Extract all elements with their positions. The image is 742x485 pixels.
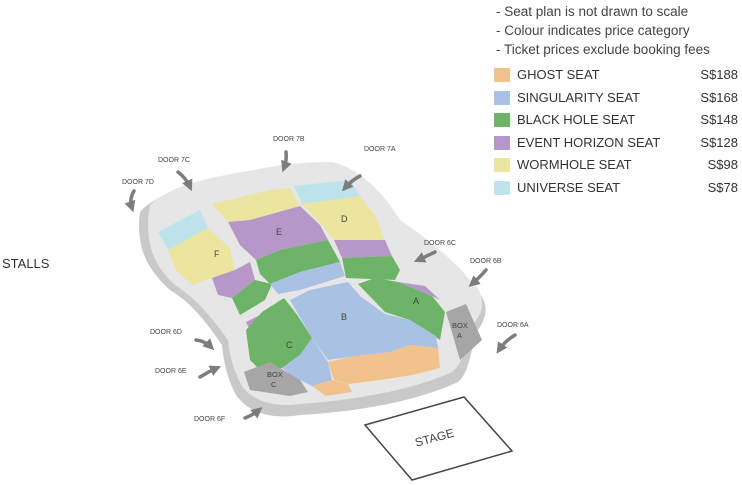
legend-price: S$168 <box>700 89 738 105</box>
door-6d-label: DOOR 6D <box>150 329 182 336</box>
legend-singularity[interactable]: SINGULARITY SEAT S$168 <box>494 89 740 112</box>
legend-price: S$128 <box>700 134 738 150</box>
door-7c-arrow-icon <box>176 170 193 192</box>
section-b-ghost[interactable] <box>328 345 440 384</box>
legend-price: S$188 <box>700 67 738 82</box>
door-6e-label: DOOR 6E <box>155 368 187 375</box>
ghost-swatch <box>494 68 510 82</box>
legend-ghost[interactable]: GHOST SEAT S$188 <box>494 66 740 89</box>
door-7b-arrow-icon <box>281 150 292 173</box>
section-f-event-horizon[interactable] <box>212 262 255 298</box>
note-fees: - Ticket prices exclude booking fees <box>496 42 710 57</box>
singularity-swatch <box>494 90 510 105</box>
door-6c-label: DOOR 6C <box>424 240 456 247</box>
label-section-a: A <box>413 296 419 306</box>
door-7d-label: DOOR 7D <box>122 179 154 186</box>
section-f-wormhole[interactable] <box>168 228 235 285</box>
section-e-wormhole[interactable] <box>212 188 300 222</box>
wormhole-swatch <box>494 158 510 172</box>
black-hole-swatch <box>494 113 510 127</box>
section-d-event-horizon[interactable] <box>334 240 392 258</box>
section-e-event-horizon[interactable] <box>228 206 328 260</box>
note-colour: - Colour indicates price category <box>496 23 690 38</box>
legend-black-hole[interactable]: BLACK HOLE SEAT S$148 <box>494 111 740 134</box>
door-7a-label: DOOR 7A <box>364 146 396 153</box>
label-section-b: B <box>341 312 347 322</box>
label-box-c-line2: C <box>271 380 277 389</box>
section-c-black-hole[interactable] <box>246 298 312 372</box>
label-box-a-line1: BOX <box>452 321 468 330</box>
legend-name: GHOST SEAT <box>517 67 600 82</box>
notes: - Seat plan is not drawn to scale - Colo… <box>496 2 710 59</box>
section-e-singularity[interactable] <box>270 262 345 294</box>
section-e-black-hole[interactable] <box>256 240 340 284</box>
door-6f-arrow-icon <box>243 407 263 420</box>
door-6b-label: DOOR 6B <box>470 258 502 265</box>
door-6f-label: DOOR 6F <box>194 416 225 423</box>
section-c-singularity[interactable] <box>282 338 332 386</box>
section-a-black-hole[interactable] <box>358 278 445 340</box>
door-6a-label: DOOR 6A <box>497 322 529 329</box>
section-a-event-horizon[interactable] <box>398 282 440 300</box>
label-section-e: E <box>276 227 282 237</box>
legend-wormhole[interactable]: WORMHOLE SEAT S$98 <box>494 156 740 179</box>
stalls-label: STALLS <box>2 256 50 271</box>
legend-price: S$148 <box>700 112 738 127</box>
door-7b-label: DOOR 7B <box>273 136 305 143</box>
legend-name: EVENT HORIZON SEAT <box>517 134 661 150</box>
label-section-d: D <box>341 214 348 224</box>
label-box-a-line2: A <box>457 331 462 340</box>
label-section-c: C <box>286 340 293 350</box>
door-6c-arrow-icon <box>413 250 437 263</box>
door-6b-arrow-icon <box>468 268 488 287</box>
section-c-ghost[interactable] <box>312 380 352 396</box>
legend-price: S$98 <box>707 157 738 172</box>
legend-name: BLACK HOLE SEAT <box>517 112 636 127</box>
legend-event-horizon[interactable]: EVENT HORIZON SEAT S$128 <box>494 134 740 157</box>
price-legend: GHOST SEAT S$188 SINGULARITY SEAT S$168 … <box>494 66 740 201</box>
section-f-black-hole[interactable] <box>232 280 272 315</box>
section-d-wormhole[interactable] <box>302 196 385 240</box>
legend-name: UNIVERSE SEAT <box>517 179 621 195</box>
label-section-f: F <box>214 249 220 259</box>
door-7a-arrow-icon <box>342 174 362 192</box>
section-b-singularity[interactable] <box>290 282 438 360</box>
door-6a-arrow-icon <box>496 333 517 354</box>
section-f-universe[interactable] <box>158 210 208 250</box>
stage-outline <box>363 396 514 481</box>
section-d-black-hole[interactable] <box>342 256 400 280</box>
door-7c-label: DOOR 7C <box>158 157 190 164</box>
legend-universe[interactable]: UNIVERSE SEAT S$78 <box>494 179 740 202</box>
legend-name: WORMHOLE SEAT <box>517 157 632 172</box>
door-6e-arrow-icon <box>198 365 222 379</box>
stage: STAGE <box>363 396 514 481</box>
legend-price: S$78 <box>707 179 738 195</box>
door-6d-arrow-icon <box>194 338 215 351</box>
legend-name: SINGULARITY SEAT <box>517 89 641 105</box>
note-scale: - Seat plan is not drawn to scale <box>496 4 689 19</box>
box-a[interactable] <box>446 304 482 360</box>
event-horizon-swatch <box>494 135 510 150</box>
label-box-c-line1: BOX <box>267 370 283 379</box>
box-c[interactable] <box>244 362 308 396</box>
door-7d-arrow-icon <box>124 189 136 213</box>
universe-swatch <box>494 180 510 195</box>
